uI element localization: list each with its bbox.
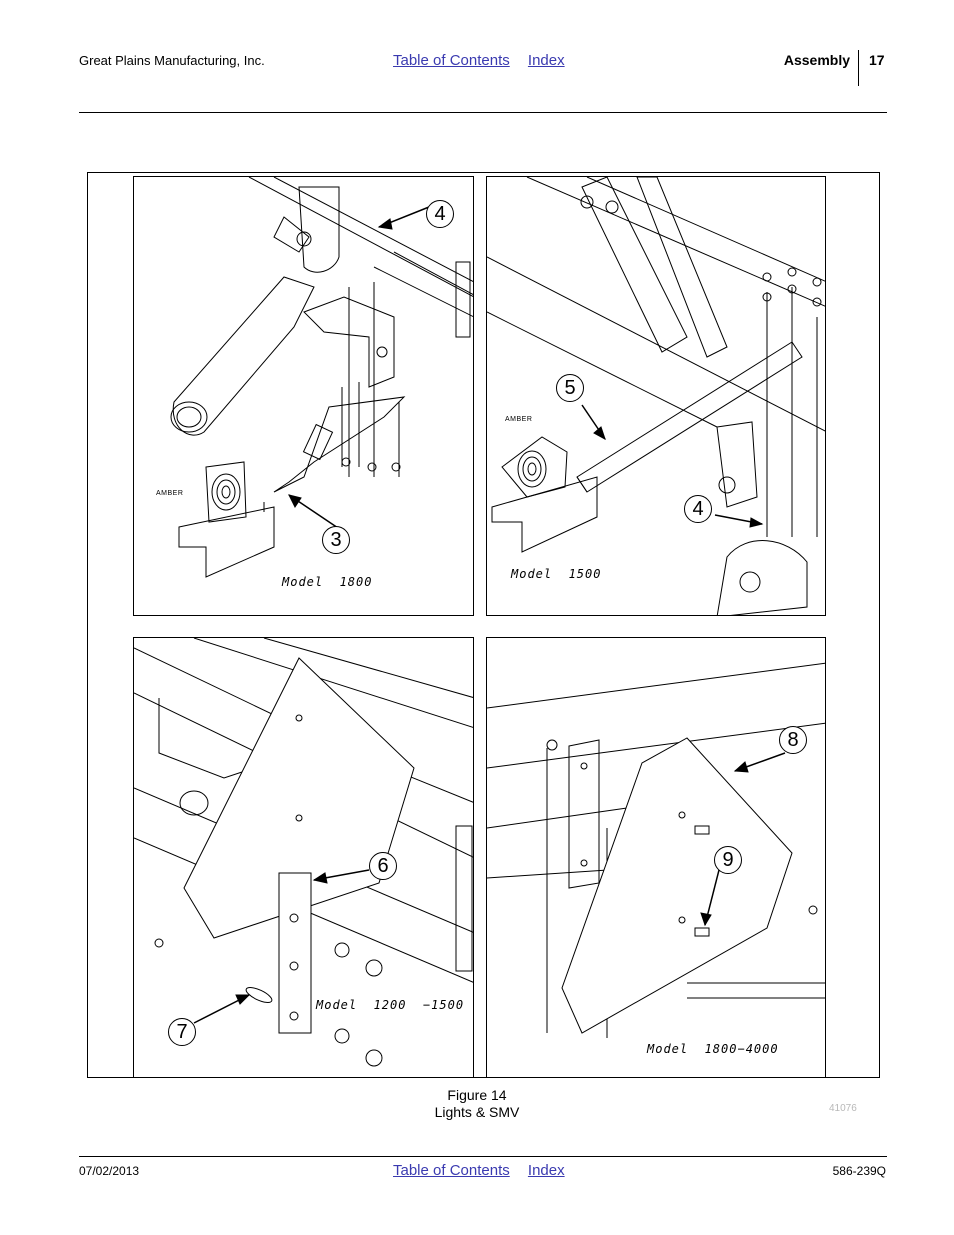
figure-title: Lights & SMV xyxy=(434,1104,520,1120)
panel-model-1800-4000: 8 9 Model 1800−4000 xyxy=(486,637,826,1078)
model-label: Model 1800 xyxy=(282,575,373,589)
header-nav: Table of Contents Index xyxy=(393,52,579,69)
company-name: Great Plains Manufacturing, Inc. xyxy=(79,53,265,68)
footer-index-link[interactable]: Index xyxy=(527,1162,565,1179)
document-number: 586-239Q xyxy=(832,1164,886,1178)
panel-model-1200-1500: 6 7 Model 1200 −1500 xyxy=(133,637,474,1078)
amber-label: AMBER xyxy=(156,490,184,497)
footer-nav: Table of Contents Index xyxy=(393,1162,579,1179)
callout-7: 7 xyxy=(168,1018,196,1046)
header-rule xyxy=(79,112,887,113)
section-title: Assembly xyxy=(783,52,850,68)
callout-8: 8 xyxy=(779,726,807,754)
model-label: Model 1200 −1500 xyxy=(316,998,465,1012)
drawing-number: 41076 xyxy=(829,1103,857,1114)
amber-label: AMBER xyxy=(505,416,533,423)
figure-frame xyxy=(87,172,880,1078)
callout-4: 4 xyxy=(684,495,712,523)
callout-6: 6 xyxy=(369,852,397,880)
model-label: Model 1800−4000 xyxy=(647,1042,779,1056)
header-divider xyxy=(858,50,859,86)
callout-4: 4 xyxy=(426,200,454,228)
callout-9: 9 xyxy=(714,846,742,874)
illustration-model-1800 xyxy=(170,177,473,578)
footer-date: 07/02/2013 xyxy=(79,1164,140,1178)
page-number: 17 xyxy=(869,52,885,68)
illustration-model-1500 xyxy=(487,177,825,615)
illustration-model-1200-1500 xyxy=(134,638,473,1067)
figure-number: Figure 14 xyxy=(447,1087,507,1103)
callout-5: 5 xyxy=(556,374,584,402)
panel-model-1500: 5 4 AMBER Model 1500 xyxy=(486,176,826,616)
callout-3: 3 xyxy=(322,526,350,554)
header-toc-link[interactable]: Table of Contents xyxy=(393,52,510,69)
footer-toc-link[interactable]: Table of Contents xyxy=(393,1162,510,1179)
illustration-model-1800-4000 xyxy=(487,662,825,1038)
panel-model-1800: 4 3 AMBER Model 1800 xyxy=(133,176,474,616)
model-label: Model 1500 xyxy=(511,567,602,581)
header-index-link[interactable]: Index xyxy=(527,52,565,69)
footer-rule xyxy=(79,1156,887,1157)
